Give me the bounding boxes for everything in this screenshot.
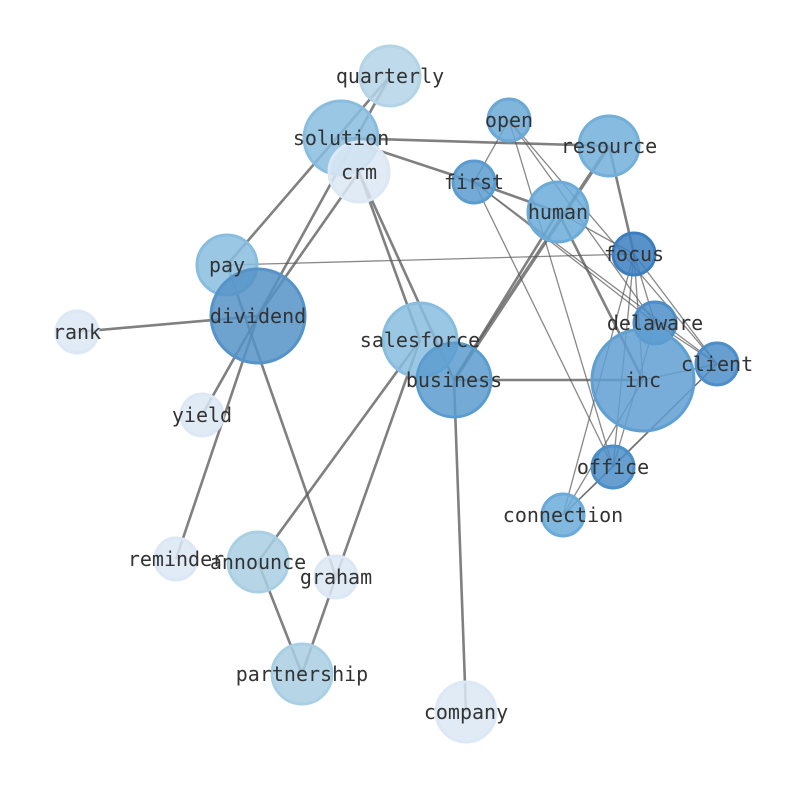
edge-first-office [473,181,614,468]
node-connection [540,492,586,538]
node-label-yield: yield [172,403,232,427]
node-label-focus: focus [604,242,664,266]
node-business [415,341,493,419]
node-label-salesforce: salesforce [360,328,480,352]
node-label-delaware: delaware [607,311,703,335]
node-label-partnership: partnership [236,662,368,686]
node-label-reminder: reminder [128,547,224,571]
edge-focus-client [633,253,718,365]
node-label-inc: inc [625,368,661,392]
edge-open-office [508,119,614,468]
node-quarterly [358,44,422,108]
node-label-graham: graham [300,565,372,589]
node-yield [179,392,225,438]
node-label-resource: resource [561,134,657,158]
node-human [526,180,590,244]
edge-first-client [473,181,718,365]
node-label-human: human [528,200,588,224]
node-label-connection: connection [503,503,623,527]
node-label-crm: crm [341,160,377,184]
node-label-first: first [444,170,504,194]
edge-business-company [452,379,468,713]
edge-solution-resource [340,136,610,148]
node-first [451,159,497,205]
node-label-dividend: dividend [210,304,306,328]
node-label-quarterly: quarterly [336,64,444,88]
node-office [590,444,636,490]
node-label-solution: solution [293,126,389,150]
node-focus [611,231,657,277]
node-label-pay: pay [209,253,245,277]
node-crm [327,140,391,204]
node-label-announce: announce [210,550,306,574]
node-dividend [209,267,307,365]
edge-first-delaware [473,181,656,324]
node-announce [226,530,290,594]
node-open [486,97,532,143]
node-rank [54,309,100,355]
node-partnership [270,642,334,706]
node-label-business: business [406,368,502,392]
node-client [694,341,740,387]
edge-salesforce-announce [256,339,422,563]
node-resource [577,114,641,178]
node-company [434,680,498,744]
node-label-open: open [485,108,533,132]
edge-business-resource [452,145,611,381]
node-graham [313,554,359,600]
edge-pay-focus [226,253,635,266]
edge-salesforce-graham [334,339,422,578]
node-reminder [153,536,199,582]
node-label-office: office [577,455,649,479]
node-inc [590,327,696,433]
node-label-company: company [424,700,508,724]
node-label-rank: rank [53,320,101,344]
node-label-client: client [681,352,753,376]
